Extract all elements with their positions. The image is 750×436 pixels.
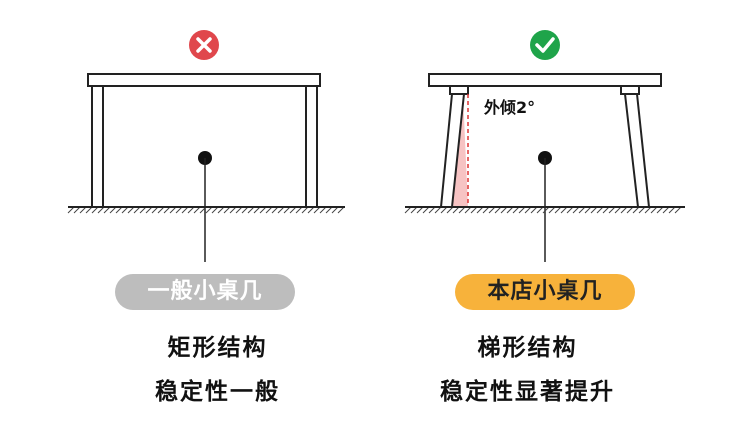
leg-mount-right: [620, 85, 640, 95]
table-leg-right: [305, 85, 318, 208]
our-table-badge: 本店小桌几: [455, 274, 635, 310]
table-leg-right: [623, 93, 651, 208]
angle-shading: [453, 94, 468, 207]
leg-mount-left: [449, 85, 469, 95]
tabletop: [87, 73, 321, 87]
table-leg-left: [91, 85, 104, 208]
structure-text: 梯形结构: [477, 335, 578, 361]
structure-text: 矩形结构: [167, 335, 268, 361]
trapezoid-table-diagram: [404, 30, 685, 262]
standard-table-panel: 一般小桌几 矩形结构 稳定性一般: [67, 30, 345, 405]
tabletop: [428, 73, 662, 87]
rectangular-table-diagram: [67, 30, 345, 262]
cross-icon: [189, 30, 219, 60]
stability-text: 稳定性一般: [155, 379, 280, 405]
our-table-panel: 外倾2° 本店小桌几 梯形结构 稳定性显著提升: [375, 0, 750, 436]
check-icon: [530, 30, 560, 60]
standard-table-badge: 一般小桌几: [115, 274, 295, 310]
splay-angle-label: 外倾2°: [484, 98, 536, 117]
stability-text: 稳定性显著提升: [440, 379, 615, 405]
